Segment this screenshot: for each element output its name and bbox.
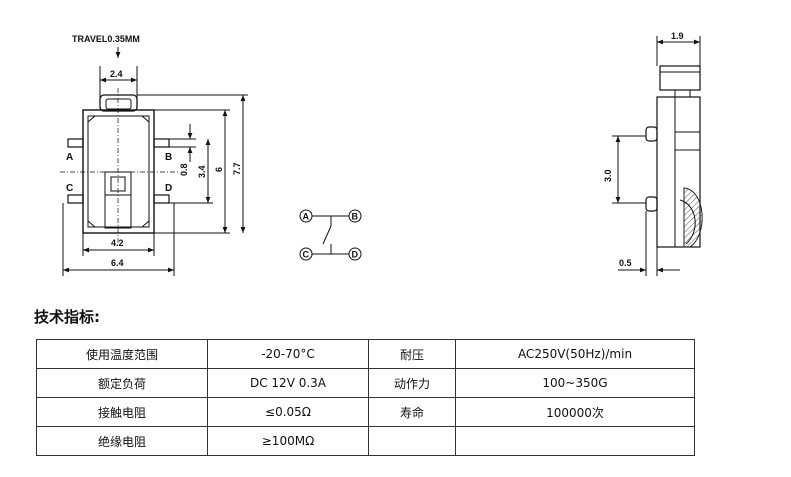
spec-value: DC 12V 0.3A bbox=[207, 368, 369, 398]
dim-body-height: 6 bbox=[214, 167, 224, 172]
spec-label: 寿命 bbox=[368, 397, 456, 427]
table-row: 绝缘电阻 ≥100MΩ bbox=[36, 426, 695, 456]
schematic-node-d: D bbox=[352, 250, 359, 260]
spec-value: AC250V(50Hz)/min bbox=[455, 339, 695, 369]
spec-label: 接触电阻 bbox=[36, 397, 208, 427]
dim-overall-height: 7.7 bbox=[232, 162, 242, 175]
spec-label: 耐压 bbox=[368, 339, 456, 369]
spec-value bbox=[455, 426, 695, 456]
table-row: 使用温度范围 -20-70°C 耐压 AC250V(50Hz)/min bbox=[36, 339, 695, 369]
spec-label bbox=[368, 426, 456, 456]
spec-value: 100~350G bbox=[455, 368, 695, 398]
side-view: 1.9 3.0 0.5 bbox=[603, 31, 703, 276]
spec-value: 100000次 bbox=[455, 397, 695, 427]
terminal-label-d: D bbox=[165, 183, 172, 194]
dim-side-width: 1.9 bbox=[671, 31, 684, 41]
terminal-label-b: B bbox=[165, 152, 172, 163]
dim-overall-width: 6.4 bbox=[111, 258, 124, 268]
schematic-node-a: A bbox=[303, 212, 310, 222]
spec-table: 使用温度范围 -20-70°C 耐压 AC250V(50Hz)/min 额定负荷… bbox=[36, 339, 695, 456]
spec-title: 技术指标: bbox=[34, 308, 100, 326]
spec-label: 额定负荷 bbox=[36, 368, 208, 398]
dim-inner-width: 4.2 bbox=[111, 238, 124, 248]
terminal-label-c: C bbox=[66, 183, 73, 194]
travel-label: TRAVEL0.35MM bbox=[72, 34, 140, 44]
table-row: 接触电阻 ≤0.05Ω 寿命 100000次 bbox=[36, 397, 695, 427]
dim-side-offset: 0.5 bbox=[619, 258, 632, 268]
table-row: 额定负荷 DC 12V 0.3A 动作力 100~350G bbox=[36, 368, 695, 398]
switch-schematic: A B C D bbox=[299, 209, 362, 261]
dim-side-pitch: 3.0 bbox=[603, 169, 613, 182]
spec-value: ≥100MΩ bbox=[207, 426, 369, 456]
dim-mid-height: 3.4 bbox=[197, 165, 207, 178]
spec-label: 绝缘电阻 bbox=[36, 426, 208, 456]
front-view: TRAVEL0.35MM 2.4 A B C D bbox=[60, 34, 248, 276]
spec-label: 使用温度范围 bbox=[36, 339, 208, 369]
schematic-node-c: C bbox=[303, 250, 310, 260]
spec-value: -20-70°C bbox=[207, 339, 369, 369]
dim-top-width: 2.4 bbox=[110, 69, 123, 79]
dim-small-height: 0.8 bbox=[179, 163, 189, 176]
dimension-drawing: TRAVEL0.35MM 2.4 A B C D bbox=[60, 31, 703, 276]
schematic-node-b: B bbox=[352, 212, 359, 222]
spec-value: ≤0.05Ω bbox=[207, 397, 369, 427]
terminal-label-a: A bbox=[66, 152, 73, 163]
spec-label: 动作力 bbox=[368, 368, 456, 398]
